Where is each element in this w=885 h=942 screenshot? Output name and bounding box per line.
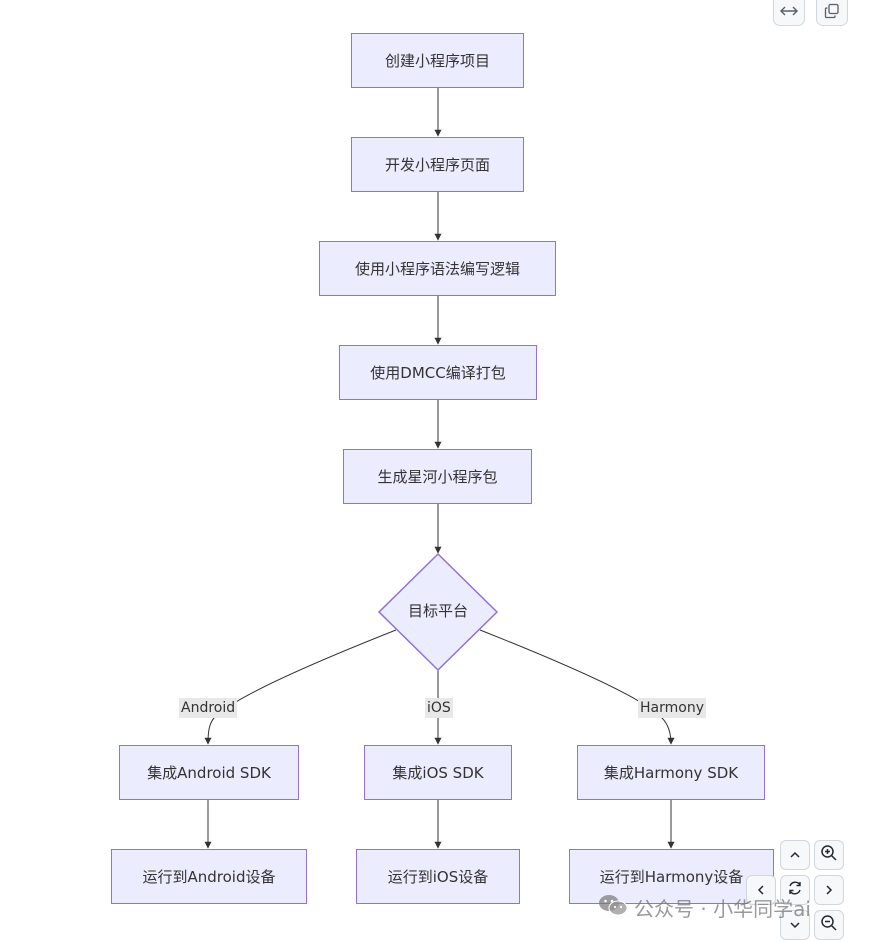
- node-harmony-sdk: 集成Harmony SDK: [577, 745, 765, 800]
- node-develop-pages: 开发小程序页面: [351, 137, 524, 192]
- pan-down-button[interactable]: [780, 910, 810, 940]
- pan-right-button[interactable]: [814, 875, 844, 905]
- node-label: 集成Harmony SDK: [603, 764, 739, 782]
- node-label: 运行到iOS设备: [387, 868, 489, 886]
- chevron-right-icon: [823, 881, 835, 900]
- node-label: 生成星河小程序包: [377, 468, 498, 486]
- edge-decision-android: [204, 629, 397, 745]
- reset-icon: [787, 880, 803, 900]
- node-label: 集成Android SDK: [147, 764, 271, 782]
- watermark-text: 公众号 · 小华同学ai: [634, 897, 811, 921]
- node-android-run: 运行到Android设备: [111, 849, 307, 904]
- node-label: 运行到Android设备: [142, 868, 276, 886]
- edge-decision-harmony: [479, 629, 675, 745]
- zoom-in-icon: [820, 844, 838, 866]
- copy-button[interactable]: [816, 0, 848, 26]
- zoom-in-button[interactable]: [814, 840, 844, 870]
- node-label: 运行到Harmony设备: [599, 868, 744, 886]
- edge-label-harmony: Harmony: [638, 698, 706, 718]
- wechat-icon: [598, 893, 628, 922]
- node-harmony-run: 运行到Harmony设备: [569, 849, 774, 904]
- chevron-left-icon: [755, 881, 767, 900]
- arrows-horizontal-icon: [780, 5, 798, 21]
- pan-up-button[interactable]: [780, 840, 810, 870]
- node-label: 使用小程序语法编写逻辑: [354, 260, 520, 278]
- copy-icon: [824, 3, 840, 23]
- node-label: 开发小程序页面: [384, 156, 490, 174]
- node-dmcc-compile: 使用DMCC编译打包: [339, 345, 537, 400]
- zoom-out-button[interactable]: [814, 910, 844, 940]
- expand-button[interactable]: [773, 0, 805, 26]
- decision-diamond: [377, 552, 499, 672]
- decision-label: 目标平台: [407, 602, 468, 620]
- node-write-logic: 使用小程序语法编写逻辑: [319, 241, 556, 296]
- edge-label-android: Android: [179, 698, 238, 718]
- node-label: 创建小程序项目: [384, 52, 490, 70]
- chevron-up-icon: [789, 846, 801, 865]
- edge-label-ios: iOS: [425, 698, 453, 718]
- node-create-project: 创建小程序项目: [351, 33, 524, 88]
- node-label: 使用DMCC编译打包: [370, 364, 506, 382]
- pan-left-button[interactable]: [746, 875, 776, 905]
- node-ios-sdk: 集成iOS SDK: [364, 745, 512, 800]
- node-ios-run: 运行到iOS设备: [356, 849, 520, 904]
- watermark: 公众号 · 小华同学ai: [598, 893, 811, 922]
- node-label: 集成iOS SDK: [392, 764, 484, 782]
- zoom-out-icon: [820, 914, 838, 936]
- node-generate-package: 生成星河小程序包: [343, 449, 532, 504]
- reset-view-button[interactable]: [780, 875, 810, 905]
- node-android-sdk: 集成Android SDK: [119, 745, 299, 800]
- chevron-down-icon: [789, 916, 801, 935]
